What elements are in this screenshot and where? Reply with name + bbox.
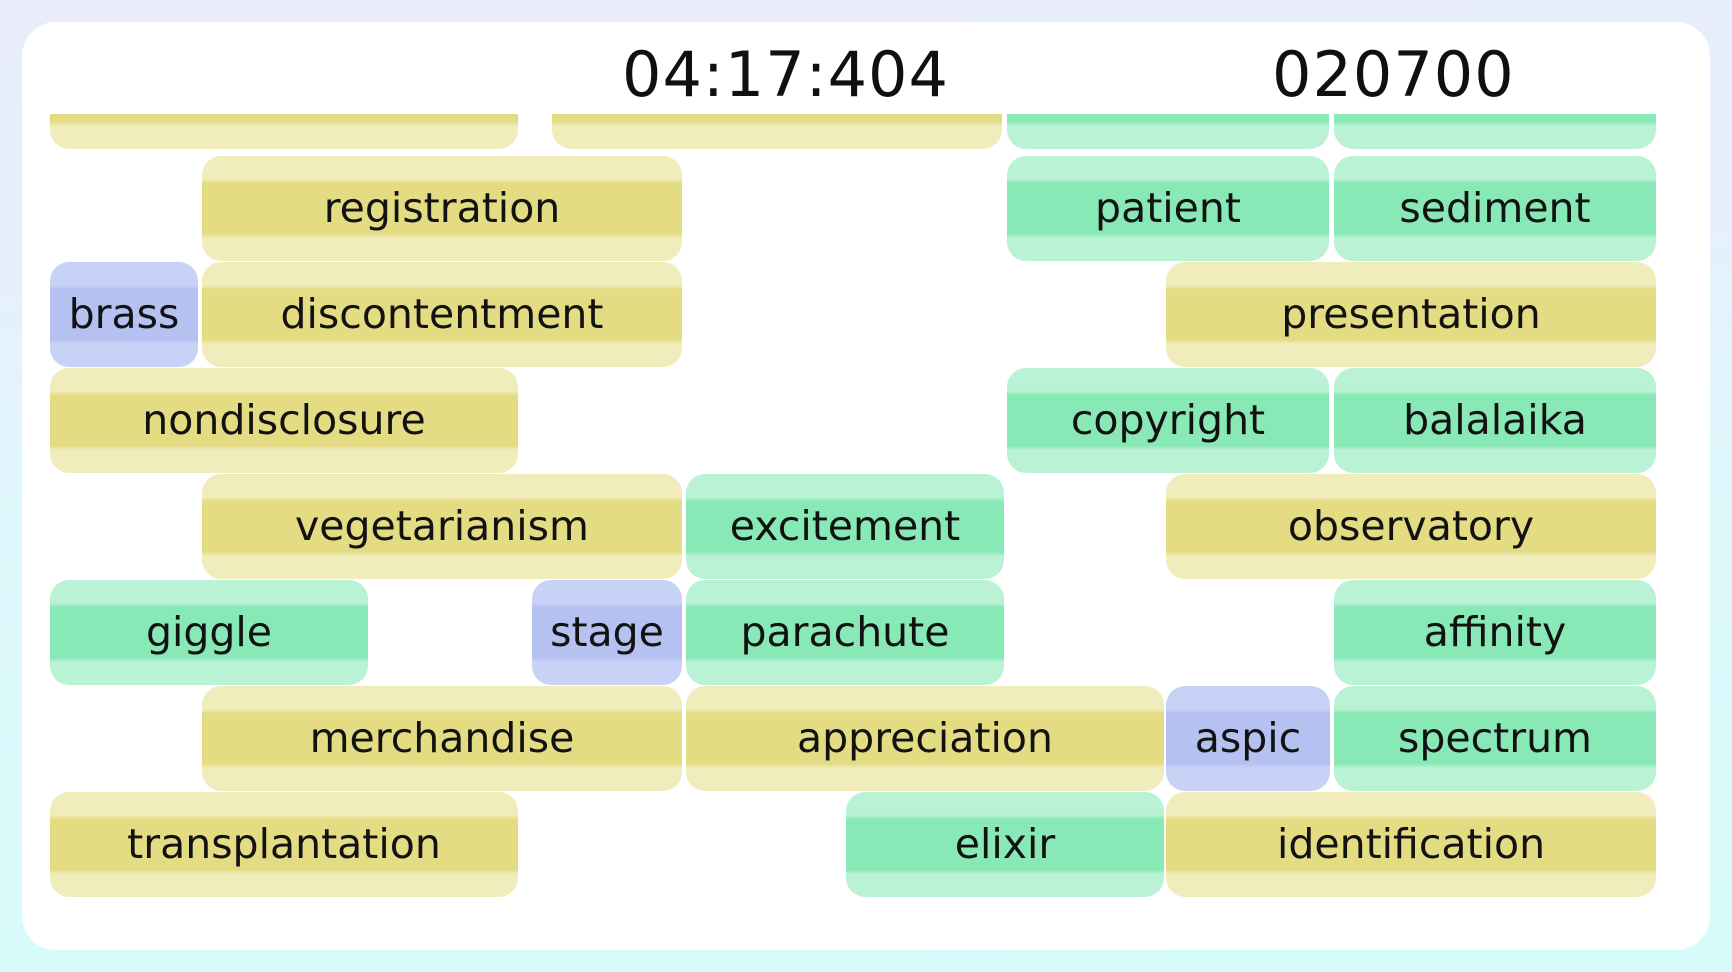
word-tile-partial[interactable] <box>1007 114 1329 149</box>
word-tile-label: appreciation <box>797 714 1053 762</box>
score-display: 020700 <box>1272 38 1515 111</box>
word-tile-label: identification <box>1276 820 1546 868</box>
word-tile[interactable]: presentation <box>1166 262 1656 367</box>
word-tile-label: stage <box>550 608 664 656</box>
word-tile[interactable]: identification <box>1166 792 1656 897</box>
hud-header: 04:17:404 020700 <box>22 22 1710 114</box>
word-tile-label: transplantation <box>127 820 441 868</box>
word-tile-label: observatory <box>1287 502 1535 550</box>
word-tile-label: vegetarianism <box>295 502 589 550</box>
timer-display: 04:17:404 <box>622 38 949 111</box>
word-tile-label: presentation <box>1281 290 1541 338</box>
word-tile-label: elixir <box>954 820 1056 868</box>
game-board: 04:17:404 020700 registration patient sedi… <box>22 22 1710 950</box>
word-tile[interactable]: excitement <box>686 474 1004 579</box>
word-tile-partial[interactable] <box>1334 114 1656 149</box>
word-tile-label: aspic <box>1194 714 1302 762</box>
word-tile-partial[interactable] <box>552 114 1002 149</box>
word-tile[interactable]: parachute <box>686 580 1004 685</box>
word-tile[interactable]: merchandise <box>202 686 682 791</box>
falling-words-field: registration patient sediment brass disconte… <box>22 114 1710 950</box>
word-tile[interactable]: registration <box>202 156 682 261</box>
word-tile[interactable]: balalaika <box>1334 368 1656 473</box>
word-tile-label: sediment <box>1399 184 1591 232</box>
word-tile[interactable]: transplantation <box>50 792 518 897</box>
word-tile-label: giggle <box>145 608 273 656</box>
word-tile[interactable]: elixir <box>846 792 1164 897</box>
word-tile-label: excitement <box>729 502 961 550</box>
word-tile[interactable]: copyright <box>1007 368 1329 473</box>
word-tile[interactable]: patient <box>1007 156 1329 261</box>
word-tile[interactable]: affinity <box>1334 580 1656 685</box>
word-tile-label: spectrum <box>1397 714 1592 762</box>
word-tile[interactable]: observatory <box>1166 474 1656 579</box>
word-tile-label: merchandise <box>309 714 575 762</box>
word-tile[interactable]: giggle <box>50 580 368 685</box>
word-tile[interactable]: discontentment <box>202 262 682 367</box>
word-tile-label: parachute <box>740 608 950 656</box>
word-tile-partial[interactable] <box>50 114 518 149</box>
word-tile[interactable]: stage <box>532 580 682 685</box>
word-tile[interactable]: brass <box>50 262 198 367</box>
word-tile-label: affinity <box>1423 608 1567 656</box>
word-tile-label: nondisclosure <box>142 396 426 444</box>
word-tile-label: brass <box>68 290 180 338</box>
word-tile[interactable]: appreciation <box>686 686 1164 791</box>
word-tile-label: registration <box>323 184 561 232</box>
word-tile[interactable]: nondisclosure <box>50 368 518 473</box>
word-tile-label: patient <box>1095 184 1241 232</box>
word-tile[interactable]: vegetarianism <box>202 474 682 579</box>
word-tile[interactable]: aspic <box>1166 686 1330 791</box>
word-tile-label: discontentment <box>280 290 604 338</box>
word-tile[interactable]: spectrum <box>1334 686 1656 791</box>
word-tile-label: copyright <box>1070 396 1266 444</box>
word-tile[interactable]: sediment <box>1334 156 1656 261</box>
word-tile-label: balalaika <box>1403 396 1587 444</box>
